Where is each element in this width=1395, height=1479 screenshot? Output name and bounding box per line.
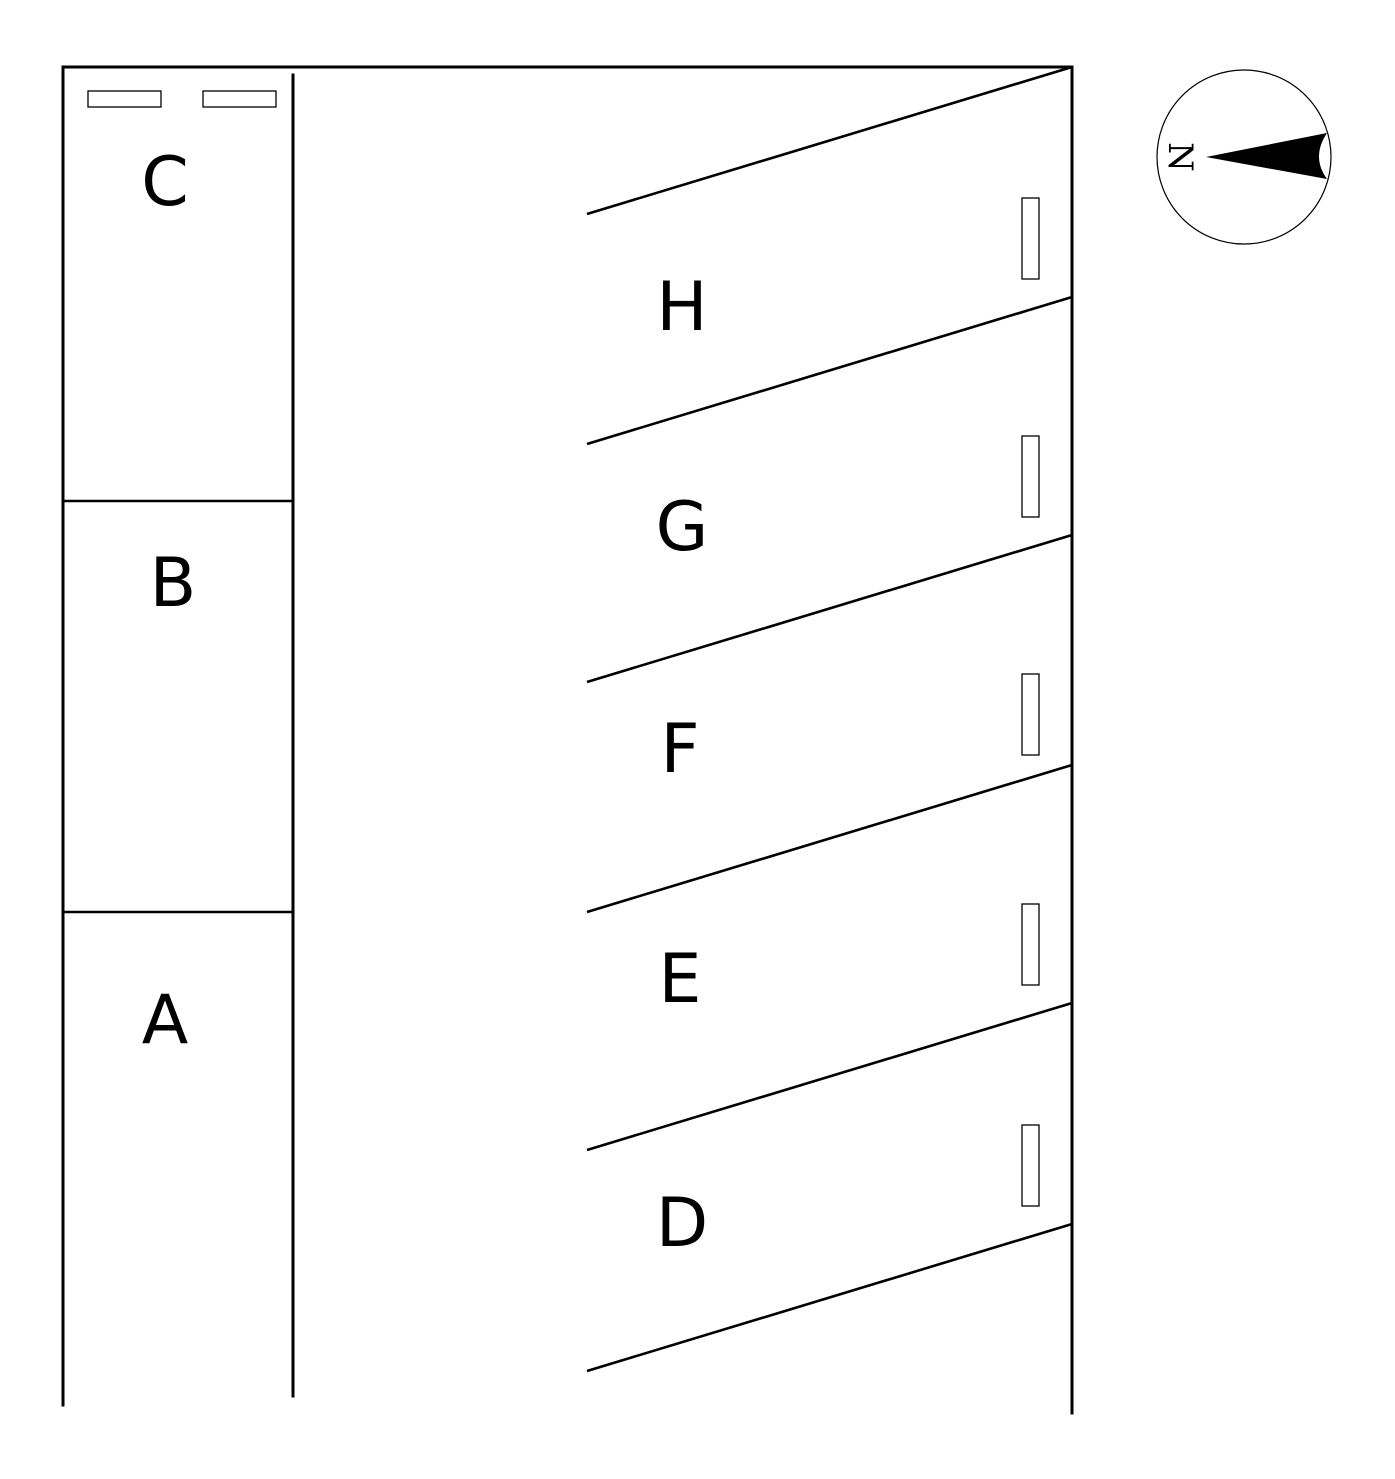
wheel-stop-marker	[1021, 197, 1040, 280]
structure-walls	[61, 65, 1074, 1415]
north-arrow-icon	[1206, 133, 1327, 179]
angled-divider	[586, 763, 1073, 914]
space-c-markers	[87, 90, 277, 108]
wheel-stop-marker	[202, 90, 277, 108]
angled-divider	[586, 295, 1073, 446]
space-label-d: D	[656, 1184, 708, 1263]
angled-divider	[586, 65, 1073, 216]
angled-divider	[586, 1001, 1073, 1152]
wheel-stop-marker	[1021, 673, 1040, 756]
wheel-stop-marker	[1021, 1124, 1040, 1207]
angled-divider	[586, 1222, 1073, 1373]
wheel-stop-marker	[1021, 903, 1040, 986]
space-label-c: C	[141, 143, 188, 222]
compass: N	[1156, 69, 1332, 245]
space-label-a: A	[142, 981, 189, 1060]
right-row-markers	[1021, 197, 1040, 1207]
angled-divider	[586, 533, 1073, 684]
space-label-b: B	[150, 544, 197, 623]
space-label-e: E	[659, 940, 702, 1019]
space-label-g: G	[656, 488, 709, 567]
space-labels: C B A H G F E D	[141, 143, 708, 1263]
angled-dividers	[586, 65, 1073, 1373]
wheel-stop-marker	[1021, 435, 1040, 518]
compass-north-label: N	[1160, 142, 1200, 172]
space-label-f: F	[660, 710, 699, 789]
wheel-stop-marker	[87, 90, 162, 108]
left-row-dividers	[63, 499, 293, 914]
space-label-h: H	[656, 268, 707, 347]
